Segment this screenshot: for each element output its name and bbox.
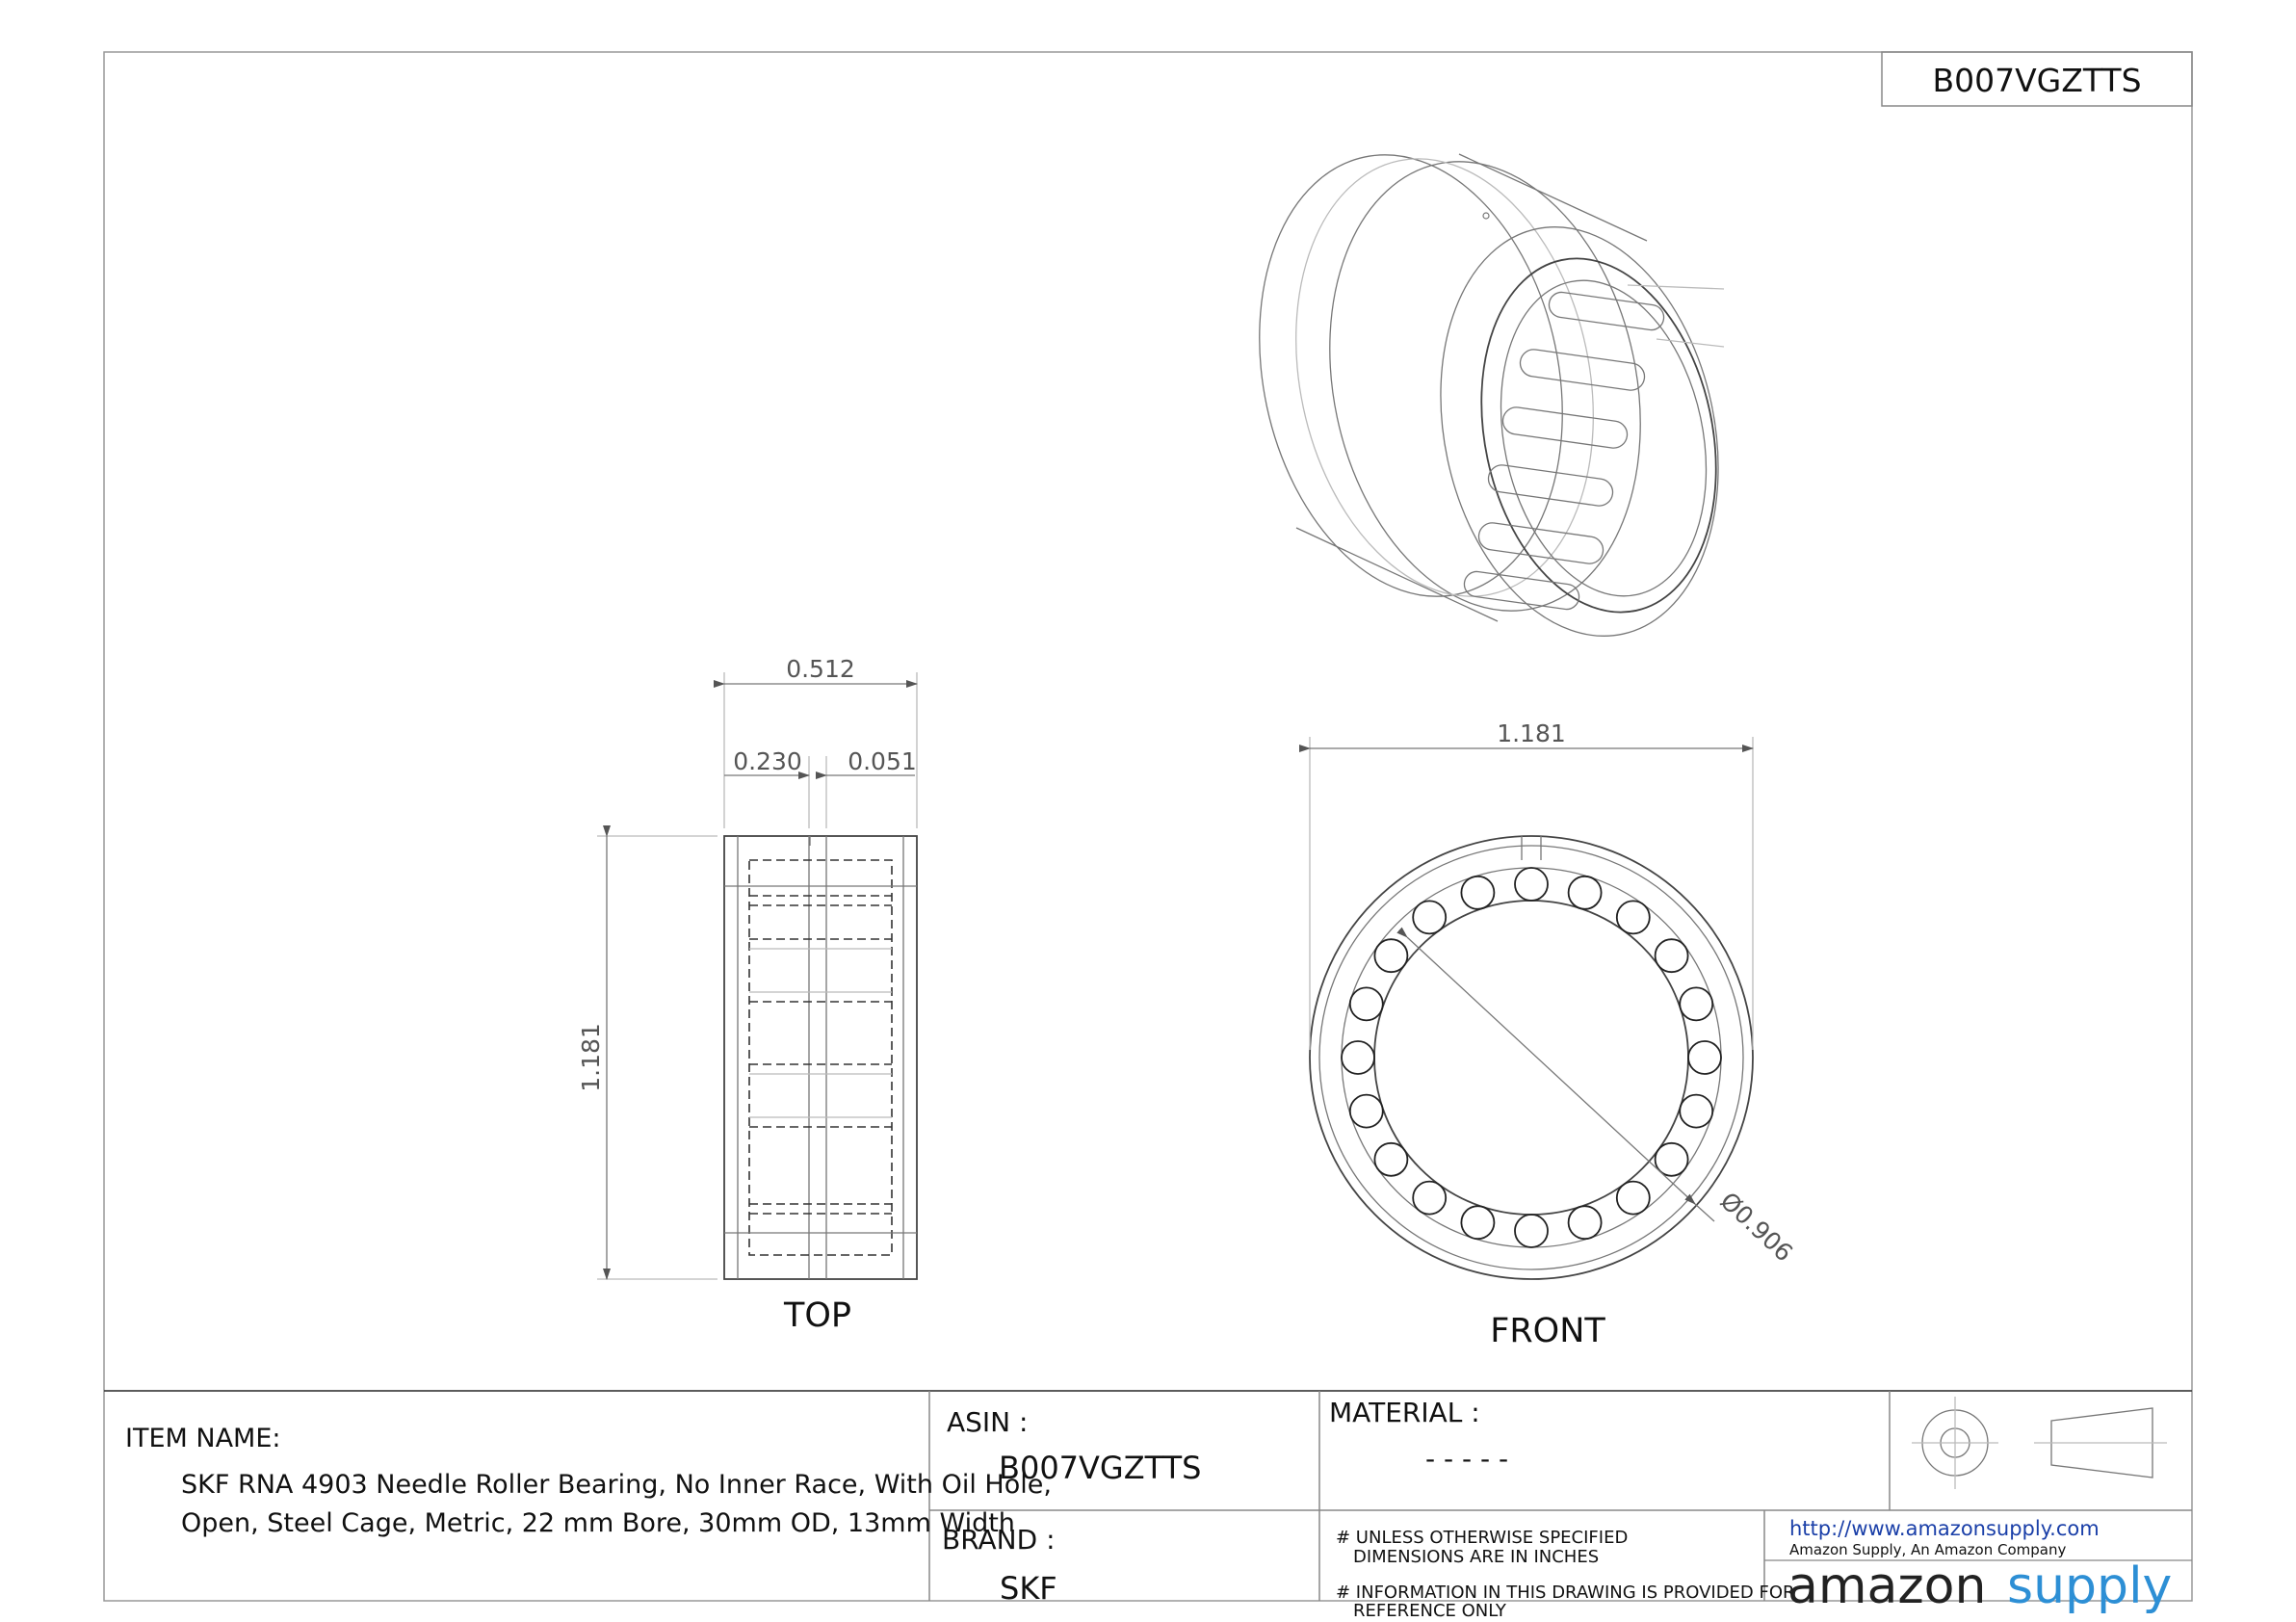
needle-roller [1567, 875, 1603, 910]
needle-roller [1514, 1214, 1549, 1248]
item-name-label: ITEM NAME: [125, 1424, 281, 1453]
isometric-view [1259, 153, 1725, 637]
title-block: ITEM NAME: SKF RNA 4903 Needle Roller Be… [104, 1390, 2192, 1621]
asin-header-box: B007VGZTTS [1881, 51, 2193, 107]
needle-roller [1615, 1180, 1651, 1216]
dim-front-bore: Ø0.906 [1715, 1187, 1799, 1267]
needle-roller [1348, 1093, 1384, 1129]
top-view: 0.512 0.230 0.051 1.181 TOP [577, 655, 918, 1335]
asin-value: B007VGZTTS [999, 1450, 1201, 1486]
material-label: MATERIAL : [1329, 1397, 1480, 1428]
needle-roller [1373, 1141, 1409, 1177]
dim-top-width: 0.512 [786, 655, 855, 683]
logo-amazon-word: amazon [1787, 1557, 1986, 1615]
front-view: 1.181 Ø0.906 FRONT [1299, 719, 1799, 1350]
sheet-border [103, 51, 2193, 1602]
needle-roller [1514, 867, 1549, 902]
needle-roller [1679, 1093, 1714, 1129]
needle-roller [1373, 938, 1409, 974]
note-reference-line2: REFERENCE ONLY [1353, 1601, 1507, 1621]
amazonsupply-company: Amazon Supply, An Amazon Company [1789, 1541, 2066, 1558]
note-reference-line1: # INFORMATION IN THIS DRAWING IS PROVIDE… [1336, 1583, 1795, 1603]
needle-roller [1412, 900, 1448, 935]
needle-roller [1460, 1205, 1496, 1241]
dim-top-height: 1.181 [577, 1023, 605, 1092]
needle-roller [1615, 900, 1651, 935]
needle-roller [1679, 986, 1714, 1022]
item-name-line1: SKF RNA 4903 Needle Roller Bearing, No I… [181, 1470, 1052, 1500]
needle-roller [1654, 938, 1689, 974]
material-value: - - - - - [1425, 1443, 1508, 1475]
note-units-line1: # UNLESS OTHERWISE SPECIFIED [1336, 1528, 1628, 1548]
iso-needle-rollers [1463, 284, 1725, 611]
brand-value: SKF [1000, 1570, 1057, 1607]
front-rollers [1341, 867, 1722, 1248]
amazonsupply-url[interactable]: http://www.amazonsupply.com [1789, 1517, 2100, 1540]
needle-roller [1412, 1180, 1448, 1216]
dim-top-left-seg: 0.230 [733, 747, 802, 775]
amazon-supply-logo: amazon supply [1787, 1557, 2172, 1615]
logo-supply-word: supply [2007, 1557, 2172, 1615]
note-units-line2: DIMENSIONS ARE IN INCHES [1353, 1547, 1599, 1567]
needle-roller [1460, 875, 1496, 910]
item-name-line2: Open, Steel Cage, Metric, 22 mm Bore, 30… [181, 1508, 1015, 1538]
dim-front-width: 1.181 [1497, 719, 1566, 747]
asin-label: ASIN : [947, 1406, 1028, 1438]
needle-roller [1687, 1040, 1722, 1075]
projection-symbol [1912, 1397, 2167, 1489]
needle-roller [1567, 1205, 1603, 1241]
front-view-label: FRONT [1490, 1312, 1605, 1350]
brand-label: BRAND : [942, 1524, 1056, 1556]
top-view-label: TOP [783, 1296, 851, 1335]
asin-header-text: B007VGZTTS [1932, 62, 2141, 99]
needle-roller [1341, 1040, 1375, 1075]
needle-roller [1348, 986, 1384, 1022]
dim-top-right-seg: 0.051 [848, 747, 917, 775]
